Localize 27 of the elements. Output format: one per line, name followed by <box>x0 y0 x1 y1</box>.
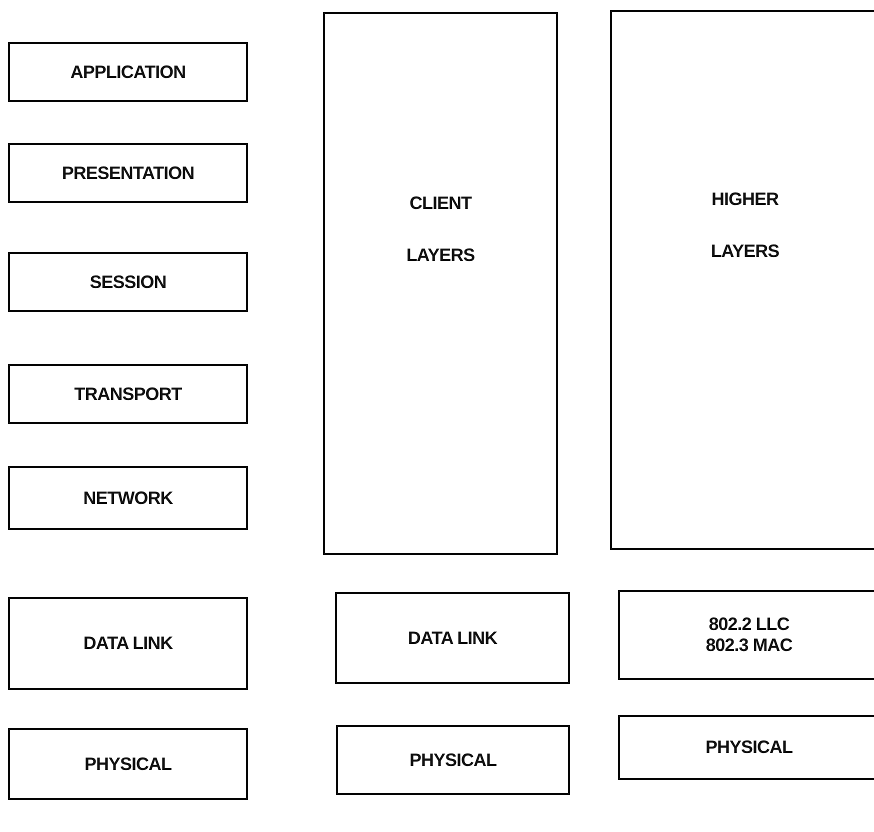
layer-label: HIGHER LAYERS <box>710 188 780 263</box>
layer-label: TRANSPORT <box>74 384 182 404</box>
layer-label: DATA LINK <box>83 633 173 654</box>
layer-box <box>336 725 570 795</box>
layer-box <box>8 728 248 800</box>
layer-label: PHYSICAL <box>409 750 496 770</box>
layer-label: PRESENTATION <box>62 162 194 184</box>
layer-label: SESSION <box>90 272 166 292</box>
layer-box <box>618 715 874 780</box>
layer-box <box>8 42 248 102</box>
layer-box <box>8 597 248 690</box>
layer-box <box>8 364 248 424</box>
layer-label: NETWORK <box>83 488 173 508</box>
layer-box <box>618 590 874 680</box>
layer-label: PHYSICAL <box>84 754 172 774</box>
layer-block <box>323 12 558 555</box>
layer-label: 802.2 LLC <box>708 614 790 635</box>
layer-label: PHYSICAL <box>705 737 792 758</box>
layer-label: 802.3 MAC <box>706 635 792 656</box>
layer-label: DATA LINK <box>408 628 498 648</box>
layer-box <box>8 252 248 312</box>
layer-label: CLIENT LAYERS <box>405 192 476 266</box>
layer-label: APPLICATION <box>70 62 186 82</box>
layer-box <box>8 143 248 203</box>
layer-box <box>8 466 248 530</box>
layer-box <box>335 592 570 684</box>
layer-block <box>610 10 874 550</box>
